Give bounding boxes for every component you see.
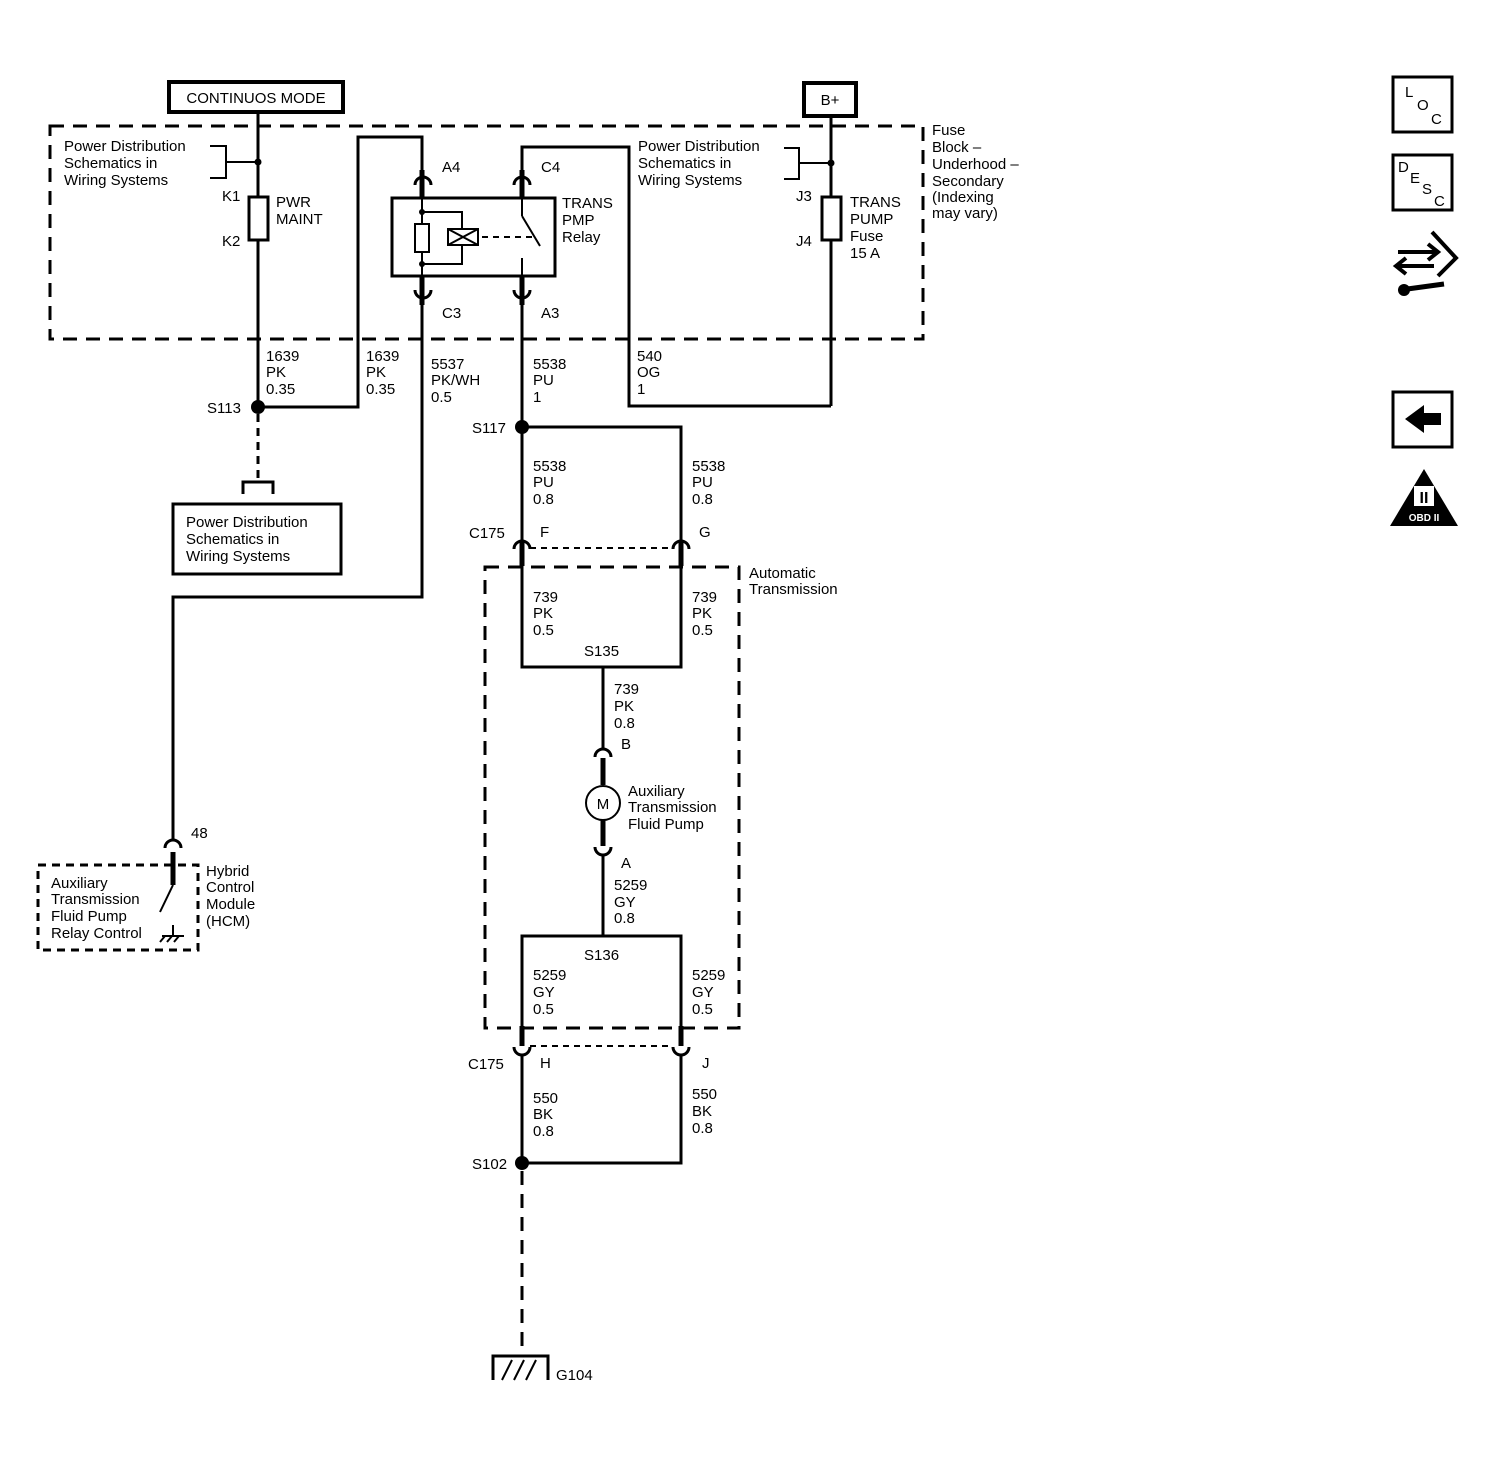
wire-5538-left-label: 5538 PU 0.8 <box>533 458 571 508</box>
wire-5538-main-label: 5538 PU 1 <box>533 356 571 406</box>
obd-ii-icon[interactable]: II OBD II <box>1390 469 1458 526</box>
trans-pump-fuse <box>820 195 843 242</box>
wire-5259-right-label: 5259 GY 0.5 <box>692 967 730 1018</box>
pdist-ref-box <box>171 502 343 576</box>
pdist-ref-box-label: Power Distribution Schematics in Wiring … <box>186 514 312 565</box>
wire-5259-mid-label: 5259 GY 0.8 <box>614 877 652 927</box>
splice-s102 <box>515 1156 529 1170</box>
continuous-mode-label: CONTINUOS MODE <box>186 90 325 107</box>
pin-f-label: F <box>540 524 549 541</box>
pdist-ref-right: Power Distribution Schematics in Wiring … <box>638 138 764 189</box>
auto-trans-label: Automatic Transmission <box>749 565 838 598</box>
splice-s135-label: S135 <box>584 643 619 660</box>
wire-5538-right-label: 5538 PU 0.8 <box>692 458 730 508</box>
wire-550-right-label: 550 BK 0.8 <box>692 1086 721 1137</box>
pwr-maint-fuse <box>247 195 270 242</box>
bplus-box: B+ <box>802 81 858 118</box>
auto-trans-outline <box>483 565 741 1030</box>
splice-s102-label: S102 <box>472 1156 507 1173</box>
hcm-label: Hybrid Control Module (HCM) <box>206 863 259 930</box>
desc-icon[interactable]: D E S C <box>1391 153 1454 212</box>
pdist-left-bracket <box>210 145 258 179</box>
c175-pin-j <box>671 1046 691 1057</box>
pin-j-label: J <box>702 1055 710 1072</box>
svg-text:D: D <box>1398 159 1409 176</box>
wire-739-left-label: 739 PK 0.5 <box>533 589 562 639</box>
relay-label: TRANS PMP Relay <box>562 195 617 246</box>
wire-540-label: 540 OG 1 <box>637 348 666 398</box>
pin-b-label: B <box>621 736 631 753</box>
wire-5537-to-hcm <box>171 305 424 840</box>
pdist-ref-left: Power Distribution Schematics in Wiring … <box>64 138 190 189</box>
pin-a3-label: A3 <box>541 305 559 322</box>
c175-bottom-label: C175 <box>468 1056 504 1073</box>
wire-1639-left-label: 1639 PK 0.35 <box>266 348 304 398</box>
wire-5537-label: 5537 PK/WH 0.5 <box>431 356 484 406</box>
svg-text:C: C <box>1434 193 1445 210</box>
wire-739-mid-label: 739 PK 0.8 <box>614 681 643 732</box>
pwr-maint-label: PWR MAINT <box>276 194 323 228</box>
svg-text:II: II <box>1420 490 1429 507</box>
pin-h-label: H <box>540 1055 551 1072</box>
pdist-box-connector <box>241 480 275 494</box>
pin-j3: J3 <box>796 188 812 205</box>
hcm-pin-48 <box>163 838 183 849</box>
wire-550-left-label: 550 BK 0.8 <box>533 1090 562 1140</box>
wire-1639-to-relay <box>258 135 424 409</box>
ground-label: G104 <box>556 1367 593 1384</box>
wire-5259-left-label: 5259 GY 0.5 <box>533 967 571 1018</box>
fuse-block-outline <box>48 124 925 341</box>
pdist-right-bracket <box>784 147 831 180</box>
hcm-outline <box>36 863 200 952</box>
svg-text:E: E <box>1410 170 1420 187</box>
connector-tools-icon[interactable] <box>1392 230 1459 296</box>
svg-text:O: O <box>1417 97 1429 114</box>
motor-pin-a <box>593 846 613 857</box>
relay-resistor <box>414 223 430 253</box>
hcm-ground-icon <box>159 935 184 943</box>
motor-symbol: M <box>597 796 610 813</box>
pin-j4: J4 <box>796 233 812 250</box>
pin-48-label: 48 <box>191 825 208 842</box>
splice-s113-label: S113 <box>207 400 241 417</box>
svg-text:L: L <box>1405 84 1413 101</box>
wire-540-og <box>520 145 831 408</box>
pin-k2: K2 <box>222 233 240 250</box>
pin-c3-label: C3 <box>442 305 461 322</box>
back-arrow-icon[interactable] <box>1391 390 1454 449</box>
wire-1639-right-label: 1639 PK 0.35 <box>366 348 404 398</box>
continuous-mode-box: CONTINUOS MODE <box>167 80 345 114</box>
wire-739-right-label: 739 PK 0.5 <box>692 589 721 639</box>
pin-c4-label: C4 <box>541 159 560 176</box>
loc-icon[interactable]: L O C <box>1391 75 1454 134</box>
svg-text:OBD II: OBD II <box>1409 513 1440 524</box>
hcm-inner-label: Auxiliary Transmission Fluid Pump Relay … <box>51 875 144 942</box>
pin-a4-label: A4 <box>442 159 460 176</box>
splice-s136-label: S136 <box>584 947 619 964</box>
pin-g-label: G <box>699 524 711 541</box>
bplus-label: B+ <box>821 92 840 109</box>
pin-k1: K1 <box>222 188 240 205</box>
c175-pin-h <box>512 1046 532 1057</box>
svg-text:C: C <box>1431 111 1442 128</box>
splice-s113 <box>251 400 265 414</box>
trans-pump-fuse-label: TRANS PUMP Fuse 15 A <box>850 194 905 262</box>
splice-s117-label: S117 <box>472 420 506 437</box>
pin-a-label: A <box>621 855 631 872</box>
trans-pmp-relay <box>390 196 557 278</box>
motor-pin-b <box>593 747 613 758</box>
fuse-block-label: Fuse Block – Underhood – Secondary (Inde… <box>932 122 1023 222</box>
motor-label: Auxiliary Transmission Fluid Pump <box>628 783 721 833</box>
c175-top-label: C175 <box>469 525 505 542</box>
ground-icon <box>491 1354 550 1381</box>
svg-text:S: S <box>1422 181 1432 198</box>
